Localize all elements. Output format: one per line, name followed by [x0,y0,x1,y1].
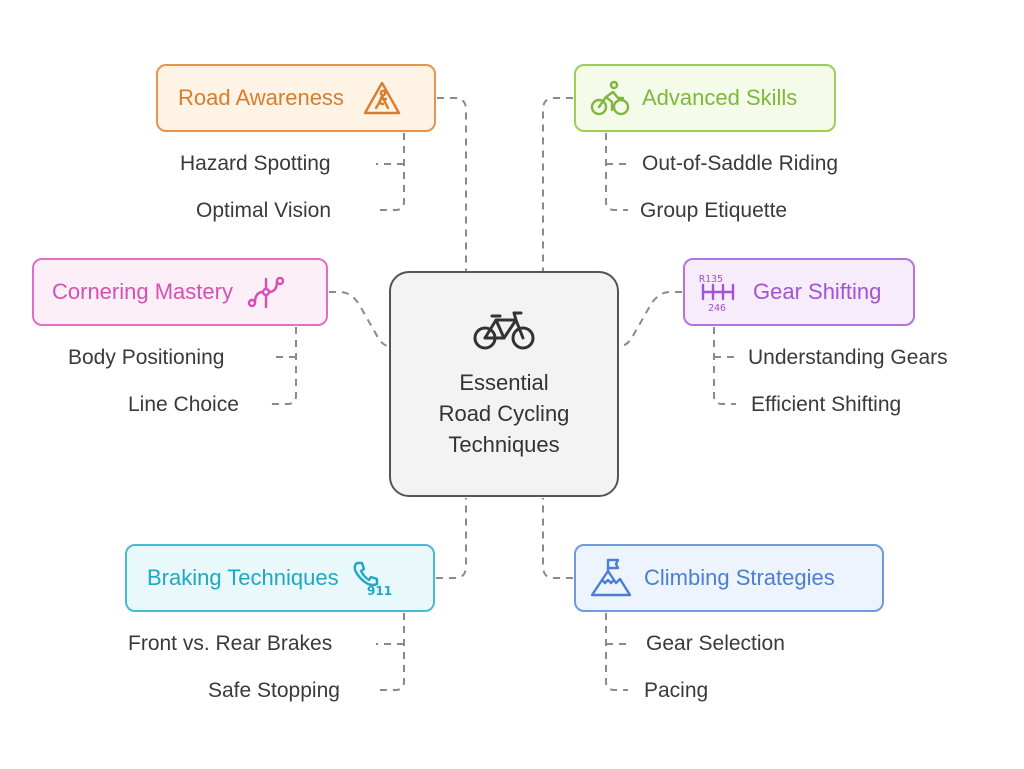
bicycle-icon [472,308,536,357]
connector-climbing [542,498,573,579]
climbing-strategies-label: Climbing Strategies [644,565,835,590]
road-item: Hazard Spotting [180,152,331,175]
connector-advanced-items [605,133,628,211]
gear-icon-text-bottom: 246 [708,303,726,312]
cornering-mastery-node: Cornering Mastery [32,258,328,326]
connector-climbing-items [605,613,628,691]
center-title-line: Road Cycling [438,401,570,426]
center-title-line: Essential [459,370,549,395]
gear-shifting-node: R135 246 Gear Shifting [683,258,915,326]
braking-item: Front vs. Rear Brakes [128,632,333,655]
emergency-phone-icon: 911 [351,559,395,597]
connector-road [437,97,467,271]
pedestrian-warning-icon [362,80,402,116]
gear-item: Efficient Shifting [751,393,902,416]
braking-techniques-label: Braking Techniques [147,565,339,590]
climbing-item: Gear Selection [646,632,785,655]
cornering-item: Line Choice [128,393,239,416]
braking-techniques-node: Braking Techniques 911 [125,544,435,612]
connector-road-items [376,133,405,211]
connector-cornering-items [270,327,297,405]
connector-gear-items [713,327,736,405]
cyclist-icon [590,80,630,116]
connector-braking-items [376,613,405,691]
bezier-curve-icon [247,273,285,311]
road-awareness-node: Road Awareness [156,64,436,132]
connector-gear [619,291,682,347]
connector-advanced [542,97,573,271]
cornering-mastery-label: Cornering Mastery [52,279,233,304]
center-title-line: Techniques [448,432,560,457]
braking-icon-text: 911 [367,584,392,597]
advanced-item: Group Etiquette [640,199,788,222]
center-title: Essential Road Cycling Techniques [439,367,570,460]
climbing-item: Pacing [644,679,709,702]
advanced-skills-label: Advanced Skills [642,85,798,110]
connector-braking [436,498,467,579]
gear-item: Understanding Gears [748,346,948,369]
center-node: Essential Road Cycling Techniques [389,271,619,497]
advanced-item: Out-of-Saddle Riding [642,152,839,175]
road-item: Optimal Vision [196,199,332,222]
braking-item: Safe Stopping [208,679,340,702]
gear-shifting-label: Gear Shifting [753,279,882,304]
gear-icon-text-top: R135 [699,274,723,285]
road-awareness-label: Road Awareness [178,85,344,110]
cornering-item: Body Positioning [68,346,225,369]
advanced-skills-node: Advanced Skills [574,64,836,132]
climbing-strategies-node: Climbing Strategies [574,544,884,612]
connector-cornering [329,291,390,347]
mountain-flag-icon [590,558,632,598]
gear-shift-pattern-icon: R135 246 [699,272,739,312]
